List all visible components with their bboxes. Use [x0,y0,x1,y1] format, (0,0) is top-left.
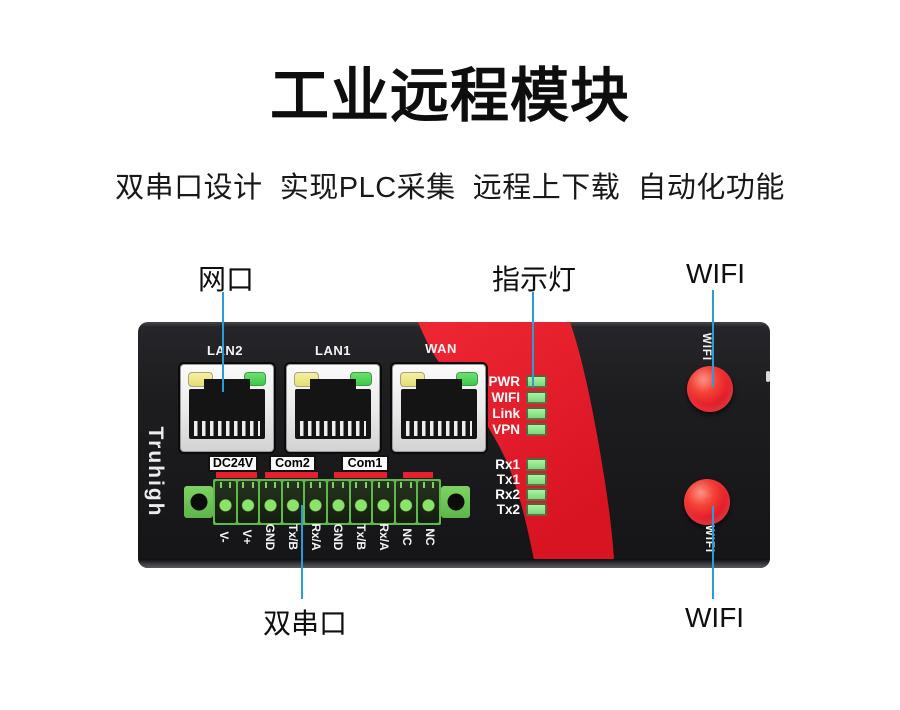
leader-line-network [222,292,224,392]
port-label-lan2: LAN2 [207,343,243,358]
callout-indicator-label: 指示灯 [492,264,577,295]
device-base-edge [138,559,770,568]
terminal-group-bar [216,472,257,478]
port-label-wan: WAN [425,341,457,356]
green-led-icon [526,487,547,501]
wifi-antenna-icon-top [687,366,733,412]
device-body: Truhigh LAN2 LAN1 WAN PWR WIFI [138,322,770,568]
terminal-label: Tx/B [354,523,368,551]
callout-network-label: 网口 [198,264,255,295]
green-led-icon [526,502,547,516]
terminal-label: GND [331,523,345,551]
terminal-cell [305,481,326,523]
page-subtitle: 双串口设计 实现PLC采集 远程上下载 自动化功能 [115,172,785,204]
antenna-wifi-text-top: WIFI [700,332,712,362]
terminal-group-bar [334,472,387,478]
leader-line-wifi-top [712,290,714,387]
status-led-row-vpn: VPN [427,421,547,437]
status-led-label: VPN [492,421,520,437]
status-led-row-link: Link [427,405,547,421]
rj45-port-lan1 [286,364,380,452]
group-label-dc24v: DC24V [208,455,258,472]
green-led-icon [526,457,547,471]
status-led-row-rx1: Rx1 [427,456,547,472]
green-led-icon [526,406,547,420]
callout-serial-label: 双串口 [263,608,348,639]
terminal-label: V+ [240,529,254,545]
terminal-cell [260,481,281,523]
status-led-row-pwr: PWR [427,373,547,389]
status-led-label: Tx2 [496,501,520,517]
green-led-icon [526,472,547,486]
page-title: 工业远程模块 [269,63,630,129]
terminal-label: V- [217,531,231,543]
green-led-icon [526,422,547,436]
terminal-label: NC [423,528,437,546]
port-label-lan1: LAN1 [315,343,351,358]
terminal-label: Rx/A [309,523,323,551]
leader-line-wifi-bottom [712,506,714,599]
rj45-port-wan [392,364,486,452]
leader-line-indicator [532,292,534,387]
rj45-jack-icon [295,379,371,439]
terminal-cell [373,481,394,523]
terminal-cell [395,481,417,523]
terminal-endcap-left [184,486,213,518]
rj45-jack-icon [401,379,477,439]
status-led-label: Rx2 [495,486,520,502]
terminal-group-bar [403,472,433,478]
status-led-label: Link [492,405,520,421]
terminal-endcap-right [441,486,470,518]
green-led-icon [526,390,547,404]
terminal-cell [237,481,259,523]
status-led-row-wifi: WIFI [427,389,547,405]
group-label-com1: Com1 [341,455,389,472]
terminal-cell [418,481,439,523]
status-led-label: PWR [488,373,521,389]
green-led-icon [526,374,547,388]
terminal-block [213,479,441,525]
terminal-cell [350,481,372,523]
rj45-port-lan2 [180,364,274,452]
terminal-cell [282,481,304,523]
leader-line-serial [301,505,303,599]
status-led-row-tx2: Tx2 [427,501,547,517]
terminal-label: NC [400,528,414,546]
group-label-com2: Com2 [269,455,316,472]
terminal-label: Rx/A [377,523,391,551]
terminal-group-bar [265,472,318,478]
rj45-jack-icon [189,379,265,439]
terminal-cell [327,481,349,523]
callout-wifi-top-label: WIFI [686,258,746,289]
status-led-label: Tx1 [496,471,520,487]
status-led-row-tx1: Tx1 [427,471,547,487]
terminal-label: GND [263,523,277,551]
status-led-row-rx2: Rx2 [427,486,547,502]
side-slot-notch [766,371,770,382]
terminal-cell [215,481,236,523]
wifi-antenna-icon-bottom [684,479,730,525]
terminal-label: Tx/B [286,523,300,551]
status-led-label: Rx1 [495,456,520,472]
brand-logo: Truhigh [144,426,167,518]
status-led-label: WIFI [491,389,521,405]
callout-wifi-bottom-label: WIFI [685,602,745,633]
